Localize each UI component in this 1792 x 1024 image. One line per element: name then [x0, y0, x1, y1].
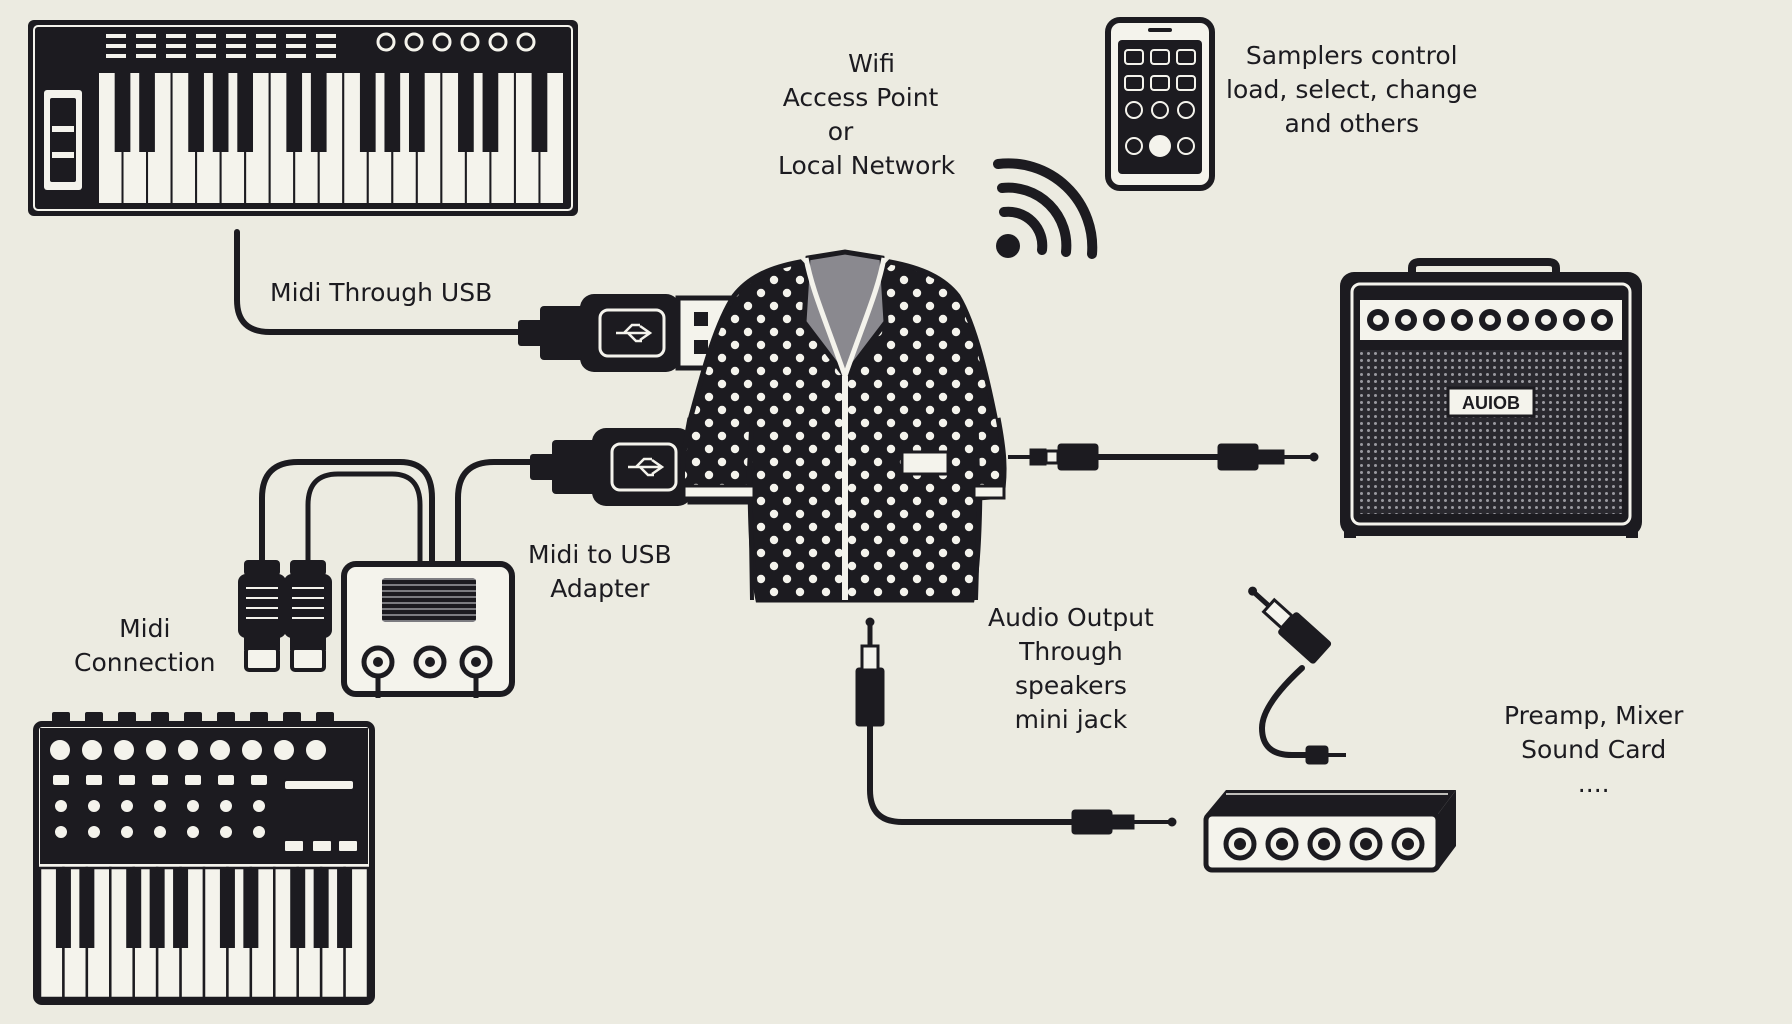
- adapter-label-line: Adapter: [550, 574, 650, 603]
- usb-cable-adapter: [455, 459, 538, 575]
- midi-cable-1: [259, 459, 435, 575]
- midi-keyboard-icon: [28, 20, 578, 216]
- wifi-label-line: or: [827, 117, 854, 146]
- midi-to-usb-adapter-label: Midi to USB Adapter: [528, 538, 672, 606]
- adapter-label-line: Midi to USB: [528, 540, 672, 569]
- audio-output-label: Audio Output Through speakers mini jack: [988, 601, 1154, 737]
- usb-cable-keyboard: [234, 229, 538, 335]
- wifi-access-point-label: Wifi Access Point or Local Network: [756, 47, 955, 183]
- audio-output-line: Through: [1019, 637, 1123, 666]
- midi-cable-2: [305, 471, 423, 575]
- mini-jack-icon: [855, 443, 1346, 835]
- midi-connection-label: Midi Connection: [74, 612, 215, 680]
- wifi-label-line: Local Network: [778, 151, 956, 180]
- preamp-mixer-label: Preamp, Mixer Sound Card ....: [1504, 699, 1683, 801]
- preamp-label-line: ....: [1577, 769, 1610, 798]
- wifi-signal-icon: [993, 158, 1098, 259]
- wifi-label-line: Wifi: [848, 49, 895, 78]
- audio-output-line: Audio Output: [988, 603, 1154, 632]
- samplers-label-line: Samplers control: [1245, 41, 1458, 70]
- samplers-label-line: and others: [1284, 109, 1420, 138]
- polka-dot-robe-icon: [679, 249, 1007, 603]
- wifi-label-line: Access Point: [782, 83, 939, 112]
- samplers-label-line: load, select, change: [1226, 75, 1478, 104]
- midi-connection-line: Midi: [119, 614, 171, 643]
- midi-through-usb-label: Midi Through USB: [270, 276, 492, 310]
- midi-din-plug-icon: [284, 560, 332, 672]
- guitar-amp-icon: AUIOB: [1340, 258, 1642, 538]
- cables: [234, 229, 1315, 825]
- midi-din-plug-icon: [238, 560, 286, 672]
- audio-output-line: speakers: [1014, 671, 1127, 700]
- midi-connection-line: Connection: [74, 648, 216, 677]
- preamp-label-line: Sound Card: [1521, 735, 1667, 764]
- tablet-icon: [1105, 17, 1215, 191]
- samplers-control-label: Samplers control load, select, change an…: [1226, 39, 1478, 141]
- audio-cable-preamp: [1258, 665, 1315, 758]
- preamp-label-line: Preamp, Mixer: [1504, 701, 1684, 730]
- audio-output-line: mini jack: [1014, 705, 1128, 734]
- midi-through-usb-text: Midi Through USB: [270, 278, 493, 307]
- midi-adapter-icon: [341, 561, 515, 698]
- black-keys: [55, 868, 353, 948]
- white-keys: [97, 71, 566, 205]
- audio-interface-icon: [1203, 790, 1456, 873]
- synth-keyboard-icon: [33, 712, 375, 1005]
- black-keys: [114, 72, 548, 152]
- amp-badge: AUIOB: [1462, 393, 1520, 413]
- audio-cable-output: [867, 719, 1078, 825]
